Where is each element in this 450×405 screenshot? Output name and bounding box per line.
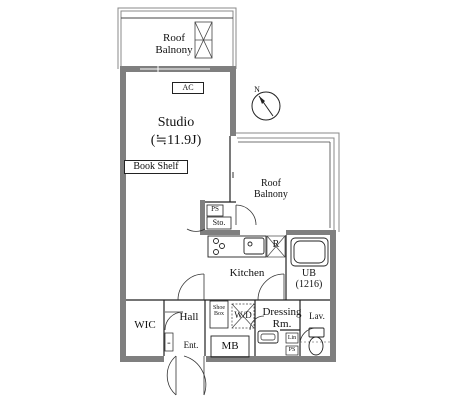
kitchen-label: Kitchen [229,267,265,279]
top-balcony-railing [117,7,237,69]
toilet [308,327,325,356]
entrance-step-marker: ≡ [167,341,171,347]
storage-label: Sto. [212,218,226,227]
top-balcony-label: Roof Balnony [155,32,193,56]
washer-dryer-label: W/D [234,310,252,320]
lavatory-label: Lav. [309,311,325,321]
ps-bottom-label: PS [288,347,296,353]
linen-box [285,332,299,344]
shoe-box-label: Shoe Box [213,305,225,318]
wash-basin [257,330,279,344]
book-shelf: Book Shelf [124,160,188,174]
storage-area [206,204,232,230]
compass-north-label: N [254,85,260,94]
interior-walls [126,136,330,356]
ps-top-label: PS [211,205,219,213]
right-balcony-label: Roof Balnony [254,178,288,200]
refrigerator-hatch [266,235,286,258]
linen-label: Lin [287,335,297,341]
unit-bath-label: UB (1216) [295,268,323,290]
studio-label: Studio (≒11.9J) [150,115,202,148]
top-balcony-hatch [194,21,213,59]
mb-box [210,335,250,358]
entrance-label: Ent. [183,340,199,350]
bathtub [290,237,329,267]
right-balcony-railing [234,132,340,232]
mb-label: MB [221,340,239,352]
kitchen-counter [207,235,267,258]
hall-label: Hall [179,311,199,323]
ps-bottom-box [285,345,299,356]
wic-label: WIC [134,319,156,331]
entrance-step [164,332,174,352]
shoe-box-outline [209,300,229,329]
refrigerator-label: R [272,239,280,250]
dressing-room-label: Dressing Rm. [262,306,302,330]
compass-icon [251,91,281,121]
washer-dryer-hatch [231,303,255,329]
ac-unit: AC [172,82,204,94]
